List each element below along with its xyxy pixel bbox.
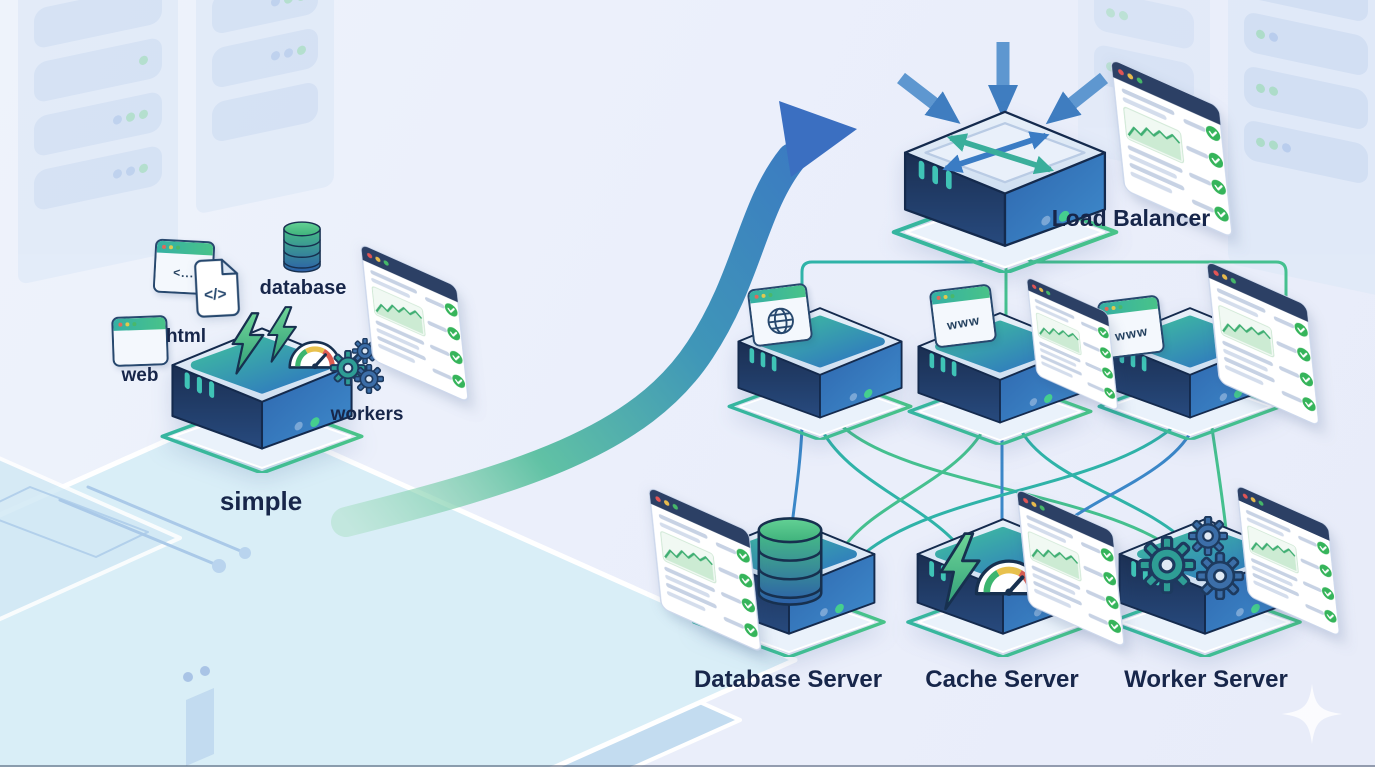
lightning-bolt-icon bbox=[228, 312, 268, 376]
code-file-text: </> bbox=[204, 286, 227, 304]
web-browser-window-icon bbox=[111, 315, 169, 367]
database-label: database bbox=[259, 277, 347, 299]
window-titlebar bbox=[113, 317, 166, 331]
sparkle-icon bbox=[1282, 684, 1342, 744]
code-file-icon: </> bbox=[194, 258, 240, 318]
www-text: www bbox=[946, 311, 982, 333]
globe-browser-window-icon bbox=[746, 282, 814, 348]
load-balancer-label: Load Balancer bbox=[1051, 205, 1211, 231]
gear-icon bbox=[1188, 516, 1228, 556]
web-label: web bbox=[121, 365, 159, 386]
database-cylinder-icon bbox=[280, 218, 324, 276]
gear-icon bbox=[1196, 552, 1244, 600]
simple-caption: simple bbox=[219, 486, 303, 516]
www-text: www bbox=[1114, 322, 1150, 344]
database-server-label: Database Server bbox=[693, 666, 883, 693]
www-browser-window-icon: www bbox=[928, 283, 998, 349]
worker-server-label: Worker Server bbox=[1124, 666, 1288, 693]
html-label: html bbox=[165, 326, 207, 347]
globe-icon bbox=[767, 307, 794, 335]
incoming-traffic-arrows bbox=[897, 42, 1109, 125]
gear-icon bbox=[354, 364, 384, 394]
database-cylinder-icon bbox=[752, 515, 828, 608]
workers-label: workers bbox=[330, 404, 404, 425]
bottom-edge-line bbox=[0, 765, 1375, 767]
load-balancer-box bbox=[880, 80, 1130, 273]
cache-server-label: Cache Server bbox=[925, 666, 1079, 693]
scale-up-arrow bbox=[331, 101, 857, 537]
